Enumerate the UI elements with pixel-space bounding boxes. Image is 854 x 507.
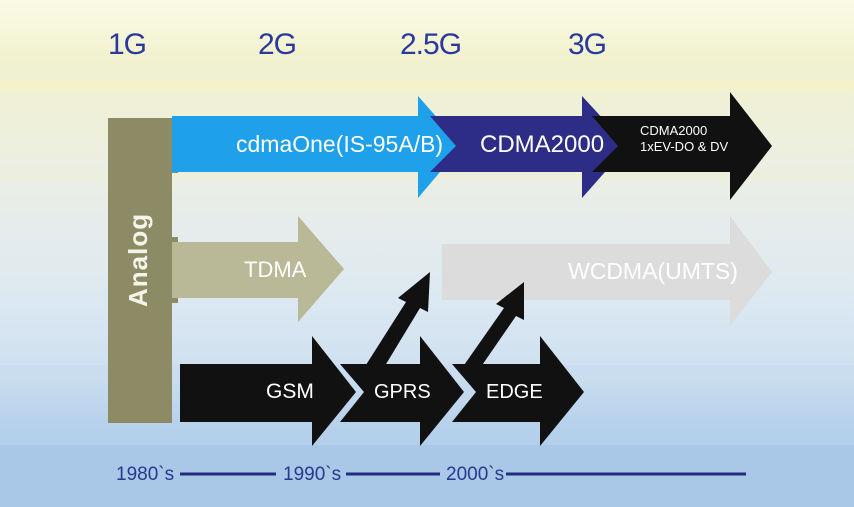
background-band <box>0 80 854 90</box>
gprs-to-wcdma-arrow <box>364 272 430 374</box>
tdma-label: TDMA <box>244 257 307 282</box>
generation-label-2g: 2G <box>258 28 297 61</box>
cdma2000-label: CDMA2000 <box>480 131 605 158</box>
wcdma-arrow <box>442 216 772 326</box>
background-band <box>0 445 854 507</box>
timeline-label-2000s: 2000`s <box>446 464 505 485</box>
cdmaone-label: cdmaOne(IS-95A/B) <box>236 131 444 157</box>
cdma2000-evdo-line2: 1xEV-DO & DV <box>640 139 729 154</box>
generation-label-2-5g: 2.5G <box>400 28 462 61</box>
analog-label: Analog <box>123 212 153 307</box>
tdma-arrow <box>172 216 344 322</box>
analog-top-arm <box>108 118 178 173</box>
edge-arrow <box>452 336 584 446</box>
timeline-label-1980s: 1980`s <box>116 464 175 485</box>
gsm-label: GSM <box>266 380 314 403</box>
cdma2000-evdo-line1: CDMA2000 <box>640 123 708 138</box>
gprs-arrow <box>340 336 464 446</box>
cdmaone-arrow <box>172 96 462 198</box>
timeline-label-1990s: 1990`s <box>283 464 342 485</box>
cdma2000-evdo-label: CDMA2000 1xEV-DO & DV <box>640 123 728 155</box>
gsm-arrow <box>180 336 356 446</box>
edge-label: EDGE <box>486 381 543 403</box>
edge-to-wcdma-arrow <box>462 282 524 374</box>
wcdma-label: WCDMA(UMTS) <box>568 258 738 284</box>
analog-middle-arm <box>108 237 178 303</box>
cdma2000-arrow <box>430 96 628 198</box>
gprs-label: GPRS <box>374 381 431 403</box>
generation-label-3g: 3G <box>568 28 607 61</box>
cdma2000-evdo-arrow <box>592 92 772 200</box>
generation-label-1g: 1G <box>108 28 147 61</box>
